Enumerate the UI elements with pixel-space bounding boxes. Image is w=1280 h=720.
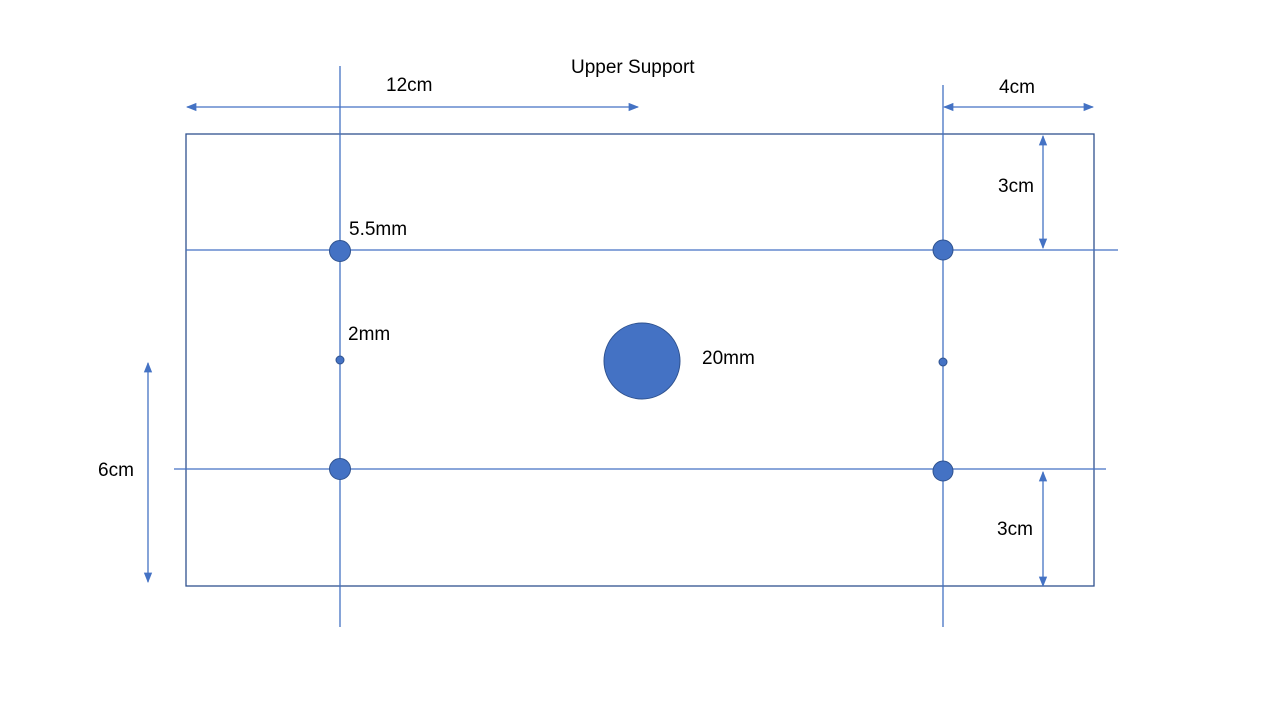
label-2mm: 2mm <box>348 324 391 345</box>
hole-top-left-icon <box>329 240 351 262</box>
label-3cm-top: 3cm <box>998 176 1034 197</box>
label-3cm-bottom: 3cm <box>997 519 1033 540</box>
hole-top-right-icon <box>932 239 954 261</box>
label-5-5mm: 5.5mm <box>349 219 408 240</box>
hole-bottom-right-icon <box>932 460 954 482</box>
hole-mid-left-icon <box>335 355 345 365</box>
diagram-title: Upper Support <box>571 57 695 78</box>
plate-outline <box>185 133 1095 587</box>
hole-mid-right-icon <box>938 357 948 367</box>
label-12cm: 12cm <box>386 75 433 96</box>
hole-bottom-left-icon <box>329 458 351 480</box>
hole-center-icon <box>603 322 681 400</box>
label-6cm: 6cm <box>98 460 134 481</box>
label-4cm: 4cm <box>999 77 1035 98</box>
label-20mm: 20mm <box>702 348 755 369</box>
